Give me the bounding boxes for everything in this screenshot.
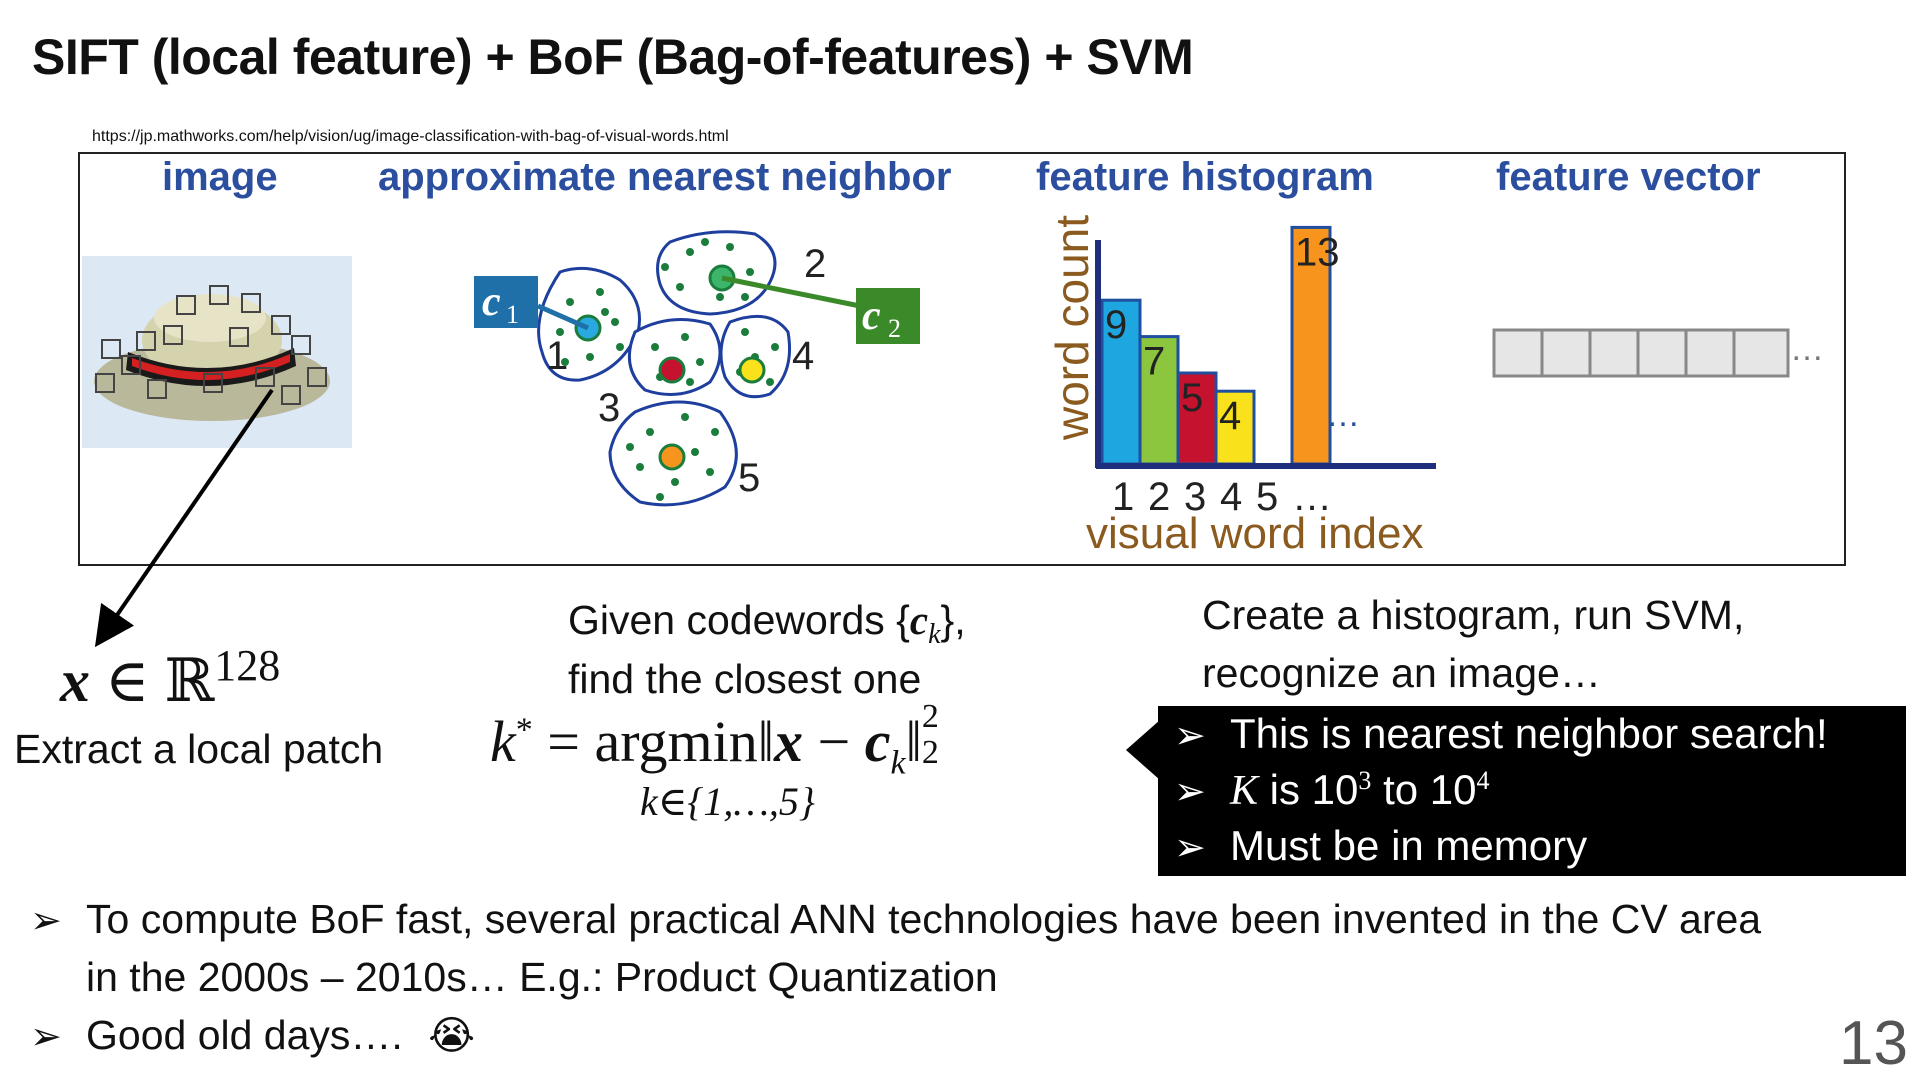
c1-label: c 1 bbox=[474, 276, 538, 328]
histogram-ylabel: word count bbox=[1046, 215, 1098, 441]
feature-vector: … bbox=[1490, 326, 1820, 382]
hat-image bbox=[82, 256, 352, 448]
histogram-bar-label: 13 bbox=[1295, 230, 1340, 274]
histogram-bar-label: 9 bbox=[1105, 303, 1127, 347]
callout-pointer bbox=[1126, 720, 1162, 780]
page-number: 13 bbox=[1839, 1008, 1908, 1079]
create-histogram: Create a histogram, run SVM, bbox=[1202, 592, 1744, 639]
cluster-number: 4 bbox=[792, 334, 814, 379]
histogram-ellipsis: … bbox=[1326, 396, 1360, 434]
callout-item: ➢This is nearest neighbor search! bbox=[1174, 710, 1828, 758]
argmin-subscript: k∈{1,…,5} bbox=[640, 778, 815, 825]
header-feature-vector: feature vector bbox=[1496, 155, 1761, 200]
feature-vector-ellipsis: … bbox=[1790, 330, 1820, 368]
header-histogram: feature histogram bbox=[1036, 155, 1374, 200]
header-image: image bbox=[162, 155, 278, 200]
cluster-number: 2 bbox=[804, 242, 826, 287]
ann-cluster-diagram bbox=[470, 222, 930, 522]
bottom-bullet-1-cont: in the 2000s – 2010s… E.g.: Product Quan… bbox=[86, 954, 998, 1001]
cluster-number: 3 bbox=[598, 386, 620, 431]
callout-item: ➢Must be in memory bbox=[1174, 822, 1587, 870]
histogram-bar-label: 5 bbox=[1181, 376, 1203, 420]
header-ann: approximate nearest neighbor bbox=[378, 155, 951, 200]
find-closest: find the closest one bbox=[568, 656, 921, 703]
cluster-number: 1 bbox=[546, 334, 568, 379]
c2-label: c 2 bbox=[856, 288, 920, 344]
histogram-xlabel: visual word index bbox=[1086, 509, 1424, 558]
feature-dim-formula: x ∈ ℝ128 bbox=[60, 640, 280, 716]
cluster-number: 5 bbox=[738, 456, 760, 501]
histogram-bar-label: 7 bbox=[1143, 340, 1165, 384]
slide-title: SIFT (local feature) + BoF (Bag-of-featu… bbox=[32, 28, 1193, 86]
callout-item: ➢K is 103 to 104 bbox=[1174, 766, 1490, 815]
bottom-bullet-2: ➢Good old days…. 😭 bbox=[30, 1012, 475, 1059]
bottom-bullet-1: ➢To compute BoF fast, several practical … bbox=[30, 896, 1761, 943]
given-codewords: Given codewords {ck}, bbox=[568, 596, 966, 651]
crying-face-icon: 😭 bbox=[428, 1014, 475, 1058]
callout-box: ➢This is nearest neighbor search! ➢K is … bbox=[1158, 706, 1906, 876]
histogram-bar-label: 4 bbox=[1219, 394, 1241, 438]
extract-label: Extract a local patch bbox=[14, 726, 383, 773]
recognize-image: recognize an image… bbox=[1202, 650, 1601, 697]
source-url[interactable]: https://jp.mathworks.com/help/vision/ug/… bbox=[92, 128, 729, 146]
